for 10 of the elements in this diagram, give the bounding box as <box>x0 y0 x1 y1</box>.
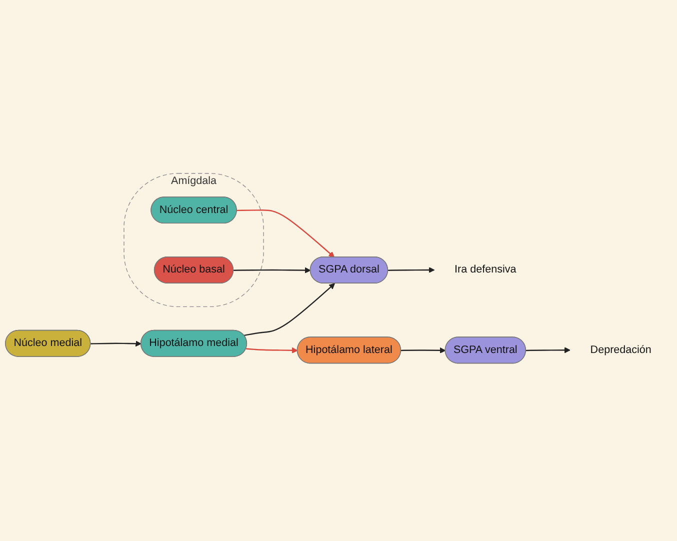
arrow <box>90 340 142 346</box>
arrow <box>526 346 570 353</box>
node-text: Ira defensiva <box>454 264 516 276</box>
node-text: Depredación <box>590 344 652 356</box>
arrow <box>236 209 335 258</box>
arrow <box>244 282 335 336</box>
arrow <box>246 347 298 353</box>
arrow <box>234 266 311 273</box>
arrow <box>401 347 446 353</box>
arrow <box>388 266 435 273</box>
